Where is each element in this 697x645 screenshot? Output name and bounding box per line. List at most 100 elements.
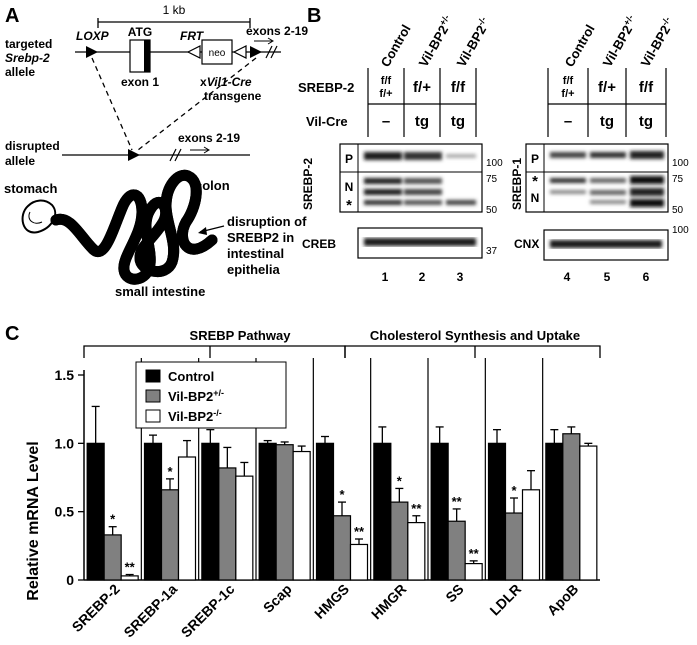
band [364, 152, 402, 160]
legend-label-ko: Vil-BP2-/- [168, 408, 222, 424]
bar-apob-0 [545, 442, 564, 581]
bar-ldlr-2 [521, 489, 541, 581]
band [404, 152, 442, 160]
geno-4b: f/+ [561, 88, 574, 100]
marker-37: 37 [486, 246, 498, 257]
band-star-label-r: * [532, 173, 538, 190]
bar-hmgr-0 [373, 442, 392, 581]
marker-100: 100 [486, 158, 503, 169]
band [364, 238, 476, 246]
col-het-left: Vil-BP2+/- [415, 13, 457, 70]
stomach-detail [28, 211, 43, 224]
lane-3: 3 [457, 270, 464, 284]
recombination-line-2 [137, 57, 257, 151]
bar-scap-2 [292, 450, 311, 581]
significance-mark: * [167, 464, 173, 479]
bar-srebp-1a-1 [160, 489, 180, 581]
disruption-label-3: intestinal [227, 246, 284, 261]
marker-100-cnx: 100 [672, 225, 689, 236]
legend [135, 361, 287, 429]
band [364, 200, 402, 205]
loxp-site-2 [250, 46, 262, 58]
geno-2: f/+ [413, 79, 431, 96]
x-tick-label: SREBP-1c [178, 581, 238, 641]
disrupted-label-2: allele [5, 154, 35, 168]
significance-mark: ** [469, 546, 480, 561]
col-het-right: Vil-BP2+/- [599, 13, 641, 70]
bar-srebp-1c-1 [218, 467, 237, 581]
geno-4a: f/f [563, 75, 574, 87]
significance-mark: * [339, 487, 345, 502]
marker-50: 50 [486, 205, 498, 216]
bands-creb [364, 238, 476, 246]
bar-ldlr-1 [504, 512, 524, 581]
y-tick-label: 0.5 [55, 504, 75, 520]
bracket-cholesterol [344, 345, 601, 358]
cre-6: tg [639, 113, 653, 130]
geno-3: f/f [451, 79, 466, 96]
significance-mark: ** [354, 524, 365, 539]
frt-label: FRT [180, 29, 205, 43]
bar-scap-1 [275, 444, 294, 581]
col-ko-right: Vil-BP2-/- [637, 15, 678, 70]
break-mark [174, 148, 182, 162]
exon1-label: exon 1 [121, 75, 159, 89]
stomach-shape [21, 199, 57, 234]
significance-mark: ** [411, 501, 422, 516]
band-n-label: N [345, 180, 354, 194]
bands-srebp1 [550, 151, 664, 207]
loxp-site-remaining [128, 149, 140, 161]
blot-creb-name: CREB [302, 237, 336, 251]
x-tick-label: HMGS [311, 581, 352, 622]
frt-site-1 [186, 45, 201, 59]
band [550, 240, 662, 248]
panel-c-chart: C SREBP Pathway Cholesterol Synthesis an… [5, 323, 601, 641]
significance-mark: * [110, 512, 116, 527]
legend-swatch-ko [145, 409, 161, 423]
neo-label: neo [209, 48, 226, 59]
bar-apob-1 [562, 433, 581, 581]
neo-box [201, 39, 233, 65]
bar-hmgs-2 [349, 543, 369, 581]
panel-a-label: A [5, 5, 19, 27]
scale-label: 1 kb [163, 3, 186, 17]
disruption-pointer-head [198, 227, 207, 235]
marker-50-r: 50 [672, 205, 684, 216]
break-mark [169, 148, 177, 162]
targeted-label-1: targeted [5, 37, 52, 51]
colon-label: colon [195, 178, 230, 193]
x-tick-label: LDLR [486, 581, 524, 619]
marker-75: 75 [486, 174, 498, 185]
atg-label: ATG [128, 25, 152, 39]
band [550, 152, 586, 158]
band-p-label: P [345, 152, 353, 166]
disruption-label-1: disruption of [227, 214, 307, 229]
targeted-label-2: Srebp-2 [5, 51, 50, 65]
band [630, 188, 664, 196]
bar-ss-2 [464, 563, 483, 581]
row-vilcre-label: Vil-Cre [306, 114, 348, 129]
x-tick-label: Scap [260, 581, 295, 616]
exon-arrow-head [267, 37, 274, 45]
band [590, 178, 626, 183]
significance-mark: * [511, 483, 517, 498]
row-srebp2-label: SREBP-2 [298, 80, 354, 95]
cre-4: – [564, 113, 572, 130]
marker-100-r: 100 [672, 158, 689, 169]
band-p-label-r: P [531, 152, 539, 166]
band [590, 200, 626, 204]
geno-5: f/+ [598, 79, 616, 96]
band [446, 154, 476, 158]
x-tick-label: SREBP-1a [120, 581, 180, 641]
panel-a: A 1 kb targeted Srebp-2 allele LOXP ATG … [4, 3, 308, 299]
lane-6: 6 [643, 270, 650, 284]
bar-hmgs-0 [315, 442, 335, 581]
cre-1: – [382, 113, 390, 130]
band [630, 176, 664, 184]
blot-cnx-name: CNX [514, 237, 539, 251]
significance-mark: * [397, 473, 403, 488]
exons-top-label: exons 2-19 [246, 24, 308, 38]
lane-4: 4 [564, 270, 571, 284]
disrupted-label-1: disrupted [5, 139, 60, 153]
